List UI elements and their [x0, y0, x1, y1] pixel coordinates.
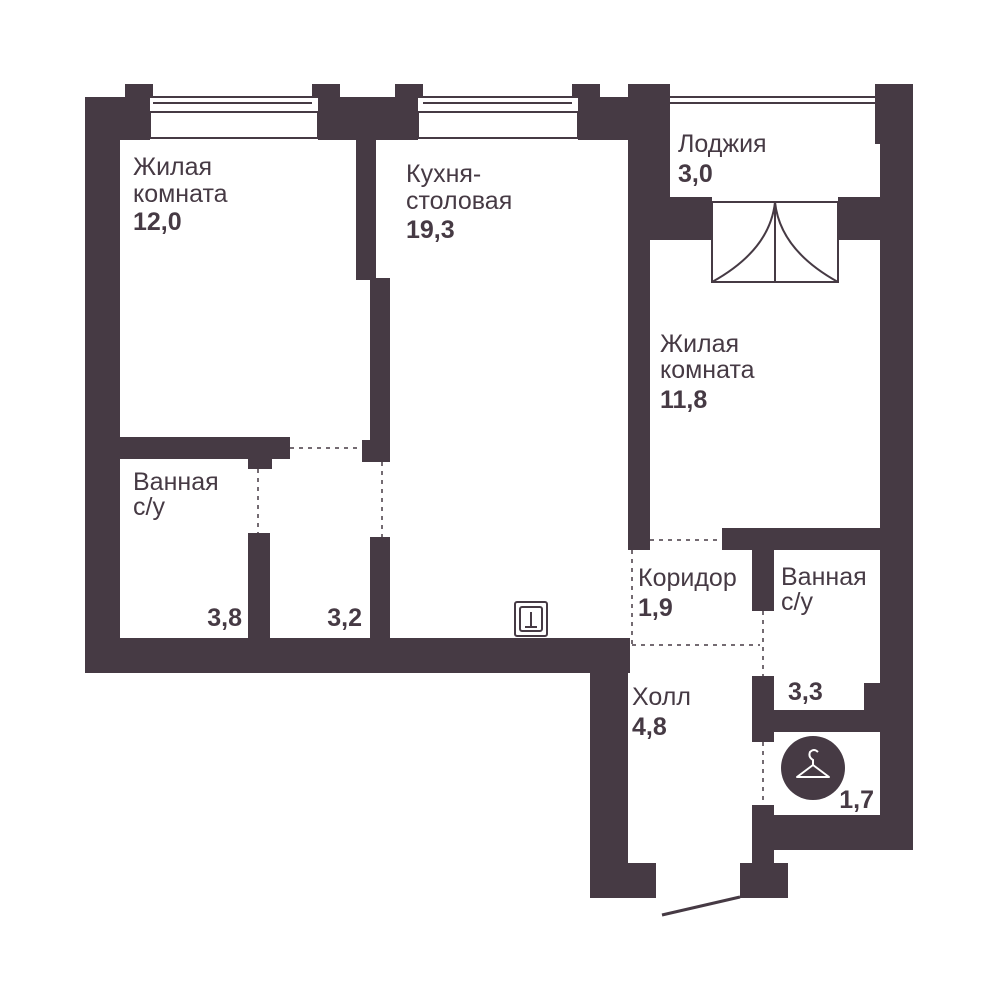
wall [752, 676, 774, 742]
room-name: Холл [632, 683, 691, 711]
room-name: с/у [781, 588, 813, 616]
room-kitchen: Кухня- столовая 19,3 [406, 160, 512, 244]
room-name: Ванная [133, 468, 219, 496]
wall [370, 537, 390, 640]
room-area: 19,3 [406, 216, 455, 244]
entrance-door [661, 895, 741, 917]
wall [752, 815, 913, 850]
loggia-door [711, 201, 839, 283]
sink-icon [514, 601, 548, 637]
wall [312, 84, 340, 98]
wall [318, 97, 418, 140]
window [670, 96, 875, 104]
room-corridor: Коридор 1,9 [638, 564, 737, 622]
room-area: 3,3 [788, 678, 823, 706]
wall [370, 278, 390, 462]
wall [628, 238, 650, 550]
room-living2: Жилая комната 11,8 [660, 330, 755, 414]
room-name: комната [133, 180, 228, 208]
wall [356, 140, 376, 280]
wall [590, 863, 656, 898]
wall [740, 863, 788, 898]
wall [85, 97, 120, 672]
wall [864, 683, 882, 715]
openings [257, 447, 764, 805]
wall [125, 84, 153, 98]
walls [85, 84, 913, 898]
wall [85, 97, 150, 140]
room-area: 4,8 [632, 713, 667, 741]
wall [838, 197, 913, 240]
room-area: 11,8 [660, 386, 707, 414]
wall [85, 638, 630, 673]
windows [149, 96, 875, 139]
hanger-icon [781, 736, 845, 800]
room-wardrobe: 1,7 [839, 786, 874, 814]
room-area: 1,7 [839, 786, 874, 814]
room-area: 12,0 [133, 208, 182, 236]
room-name: комната [660, 356, 755, 384]
room-area: 3,0 [678, 160, 713, 188]
wall [752, 545, 774, 611]
room-area: 3,8 [207, 604, 242, 632]
window [149, 96, 319, 139]
room-name: с/у [133, 493, 165, 521]
wall [248, 437, 272, 469]
room-name: Кухня- [406, 160, 481, 188]
room-bath1: Ванная с/у 3,8 [133, 468, 242, 632]
room-area: 3,2 [327, 604, 362, 632]
wall [572, 84, 600, 98]
wall [578, 97, 628, 140]
wall [395, 84, 423, 98]
room-name: Ванная [781, 563, 867, 591]
room-name: Жилая [660, 330, 739, 358]
wall [875, 84, 913, 144]
room-bath2: Ванная с/у 3,3 [781, 563, 867, 706]
room-name: столовая [406, 187, 512, 215]
wall [248, 533, 270, 641]
room-living1: Жилая комната 12,0 [133, 153, 228, 236]
wall [120, 437, 290, 459]
room-loggia: Лоджия 3,0 [678, 130, 767, 188]
room-vestibule: 3,2 [327, 604, 362, 632]
wall [590, 638, 628, 898]
room-name: Лоджия [678, 130, 767, 158]
room-hall: Холл 4,8 [632, 683, 691, 741]
wall [880, 140, 913, 850]
room-name: Коридор [638, 564, 737, 592]
wall [362, 440, 390, 462]
room-name: Жилая [133, 153, 212, 181]
wall [628, 197, 712, 240]
room-area: 1,9 [638, 594, 673, 622]
window [417, 96, 579, 139]
wall [722, 528, 882, 550]
wall [752, 710, 882, 732]
